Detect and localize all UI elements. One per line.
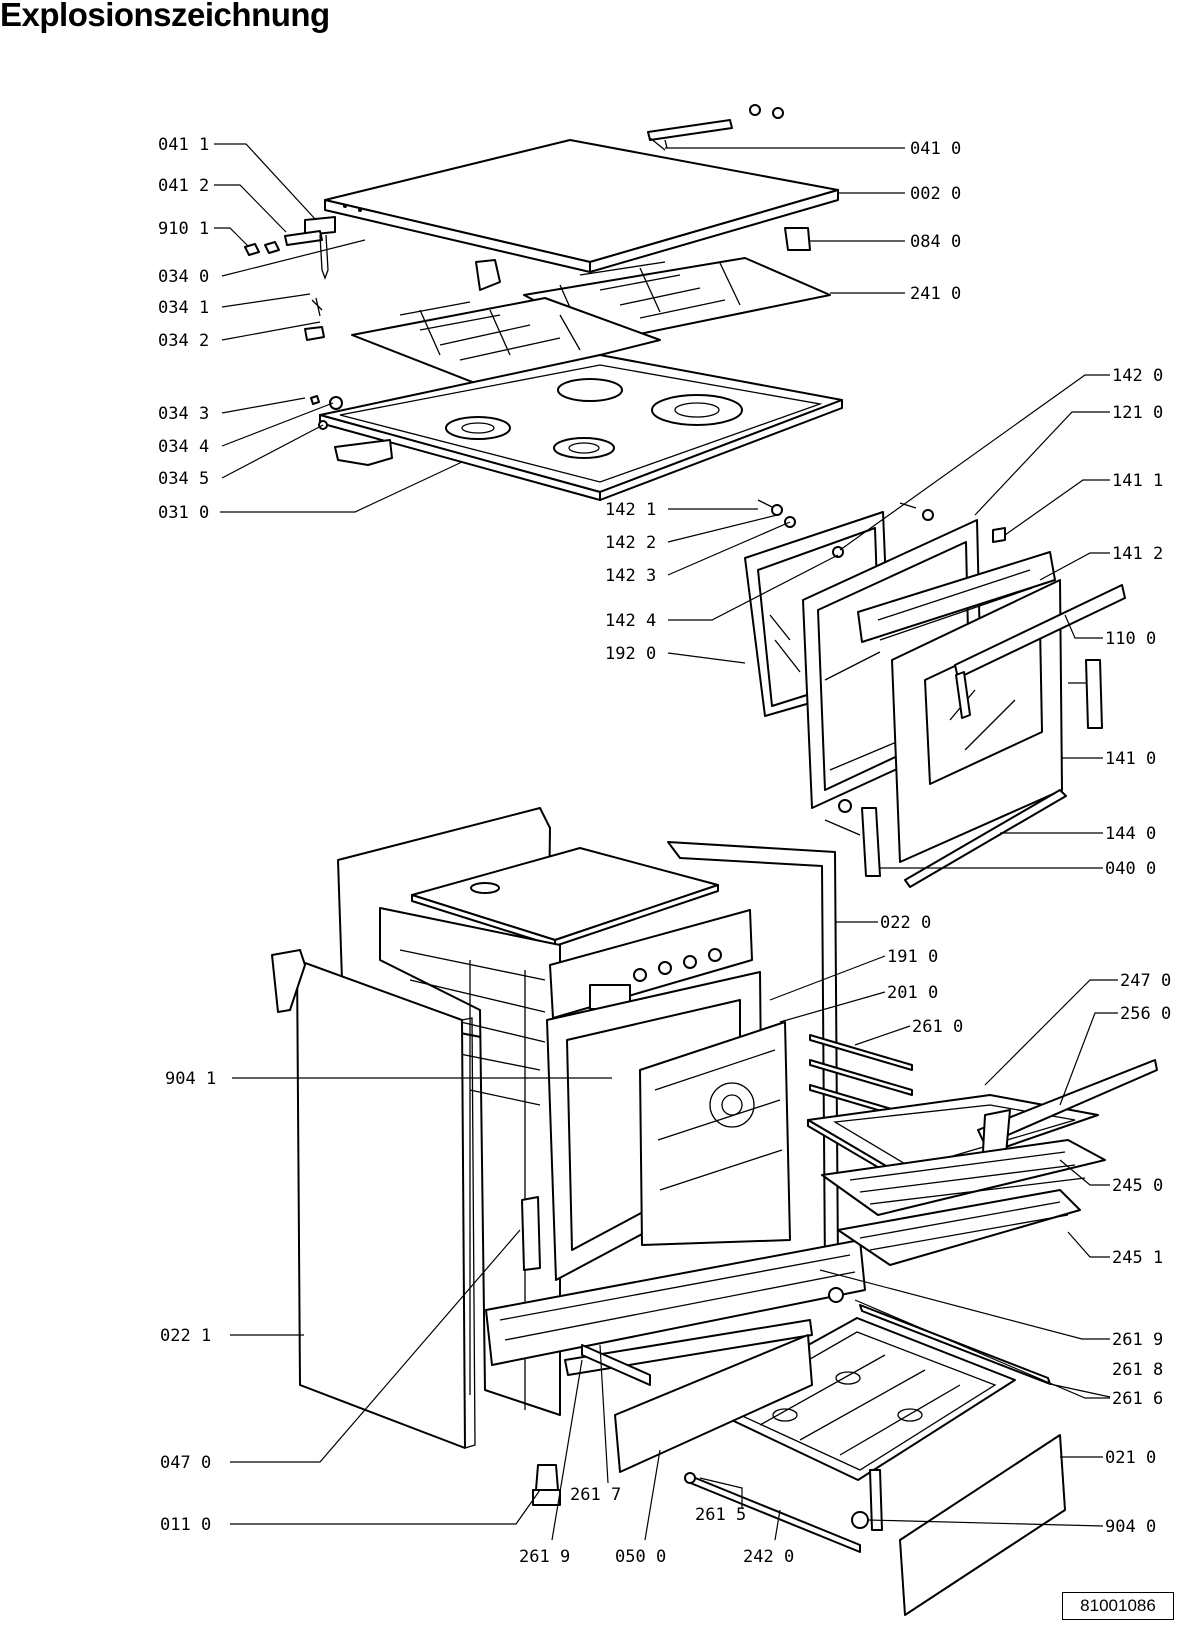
label-021-0: 021 0 <box>1105 1448 1156 1468</box>
label-011-0: 011 0 <box>160 1515 211 1535</box>
part-labels: 041 1 041 2 910 1 034 0 034 1 034 2 034 … <box>158 135 1171 1567</box>
label-041-2: 041 2 <box>158 176 209 196</box>
label-041-0: 041 0 <box>910 139 961 159</box>
label-050-0: 050 0 <box>615 1547 666 1567</box>
label-192-0: 192 0 <box>605 644 656 664</box>
label-256-0: 256 0 <box>1120 1004 1171 1024</box>
side-rails <box>581 1287 1051 1386</box>
hob-knob <box>475 259 501 291</box>
drawer-rail <box>684 1472 861 1553</box>
page-title: Explosionszeichnung <box>0 0 330 33</box>
hob-clip <box>304 297 393 466</box>
label-002-0: 002 0 <box>910 184 961 204</box>
door-bottom-strip <box>904 789 1067 888</box>
label-247-0: 247 0 <box>1120 971 1171 991</box>
left-hinge <box>271 949 541 1271</box>
label-034-0: 034 0 <box>158 267 209 287</box>
drawer-front <box>899 1434 1066 1616</box>
label-034-2: 034 2 <box>158 331 209 351</box>
leader-lines <box>214 143 1118 1541</box>
oven-muffle <box>639 1021 791 1246</box>
label-022-1: 022 1 <box>160 1326 211 1346</box>
knob-small <box>784 227 811 251</box>
label-034-4: 034 4 <box>158 437 209 457</box>
pan-supports <box>351 257 831 386</box>
shelf-runners <box>809 1034 913 1121</box>
label-034-1: 034 1 <box>158 298 209 318</box>
hob-top <box>319 354 843 501</box>
label-110-0: 110 0 <box>1105 629 1156 649</box>
adjustable-foot <box>532 1464 561 1506</box>
label-261-9-bottom: 261 9 <box>519 1547 570 1567</box>
label-245-0: 245 0 <box>1112 1176 1163 1196</box>
label-142-1: 142 1 <box>605 500 656 520</box>
door-handle <box>954 584 1126 719</box>
control-panel <box>549 909 753 1019</box>
label-245-1: 245 1 <box>1112 1248 1163 1268</box>
label-261-5: 261 5 <box>695 1505 746 1525</box>
label-040-0: 040 0 <box>1105 859 1156 879</box>
lid-hinge-left <box>244 216 336 280</box>
label-261-9-right: 261 9 <box>1112 1330 1163 1350</box>
lid-hinge-right <box>647 104 784 151</box>
label-904-0: 904 0 <box>1105 1517 1156 1537</box>
drawer-foot <box>851 1469 883 1531</box>
plinth <box>614 1334 813 1473</box>
label-031-0: 031 0 <box>158 503 209 523</box>
label-142-3: 142 3 <box>605 566 656 586</box>
label-141-1: 141 1 <box>1112 471 1163 491</box>
side-panel-left <box>296 959 476 1449</box>
label-084-0: 084 0 <box>910 232 961 252</box>
oven-shelf-1 <box>821 1139 1106 1216</box>
label-034-5: 034 5 <box>158 469 209 489</box>
label-261-6: 261 6 <box>1112 1389 1163 1409</box>
hob-lid <box>324 139 839 273</box>
label-047-0: 047 0 <box>160 1453 211 1473</box>
control-bar <box>857 551 1056 643</box>
label-261-7: 261 7 <box>570 1485 621 1505</box>
label-144-0: 144 0 <box>1105 824 1156 844</box>
body-carcass <box>379 907 561 1416</box>
label-142-0: 142 0 <box>1112 366 1163 386</box>
label-241-0: 241 0 <box>910 284 961 304</box>
door-hinges <box>824 659 1103 877</box>
label-261-8: 261 8 <box>1112 1360 1163 1380</box>
body-top-cover <box>411 847 719 947</box>
label-142-4: 142 4 <box>605 611 656 631</box>
label-142-2: 142 2 <box>605 533 656 553</box>
oven-shelf-2 <box>837 1189 1081 1266</box>
label-191-0: 191 0 <box>887 947 938 967</box>
label-022-0: 022 0 <box>880 913 931 933</box>
label-261-0: 261 0 <box>912 1017 963 1037</box>
bottom-frame <box>485 1239 866 1376</box>
label-910-1: 910 1 <box>158 219 209 239</box>
label-201-0: 201 0 <box>887 983 938 1003</box>
label-904-1: 904 1 <box>165 1069 216 1089</box>
document-number: 81001086 <box>1062 1592 1174 1620</box>
label-034-3: 034 3 <box>158 404 209 424</box>
label-242-0: 242 0 <box>743 1547 794 1567</box>
label-041-1: 041 1 <box>158 135 209 155</box>
label-121-0: 121 0 <box>1112 403 1163 423</box>
label-141-0: 141 0 <box>1105 749 1156 769</box>
door-outer-glass <box>891 579 1063 863</box>
label-141-2: 141 2 <box>1112 544 1163 564</box>
